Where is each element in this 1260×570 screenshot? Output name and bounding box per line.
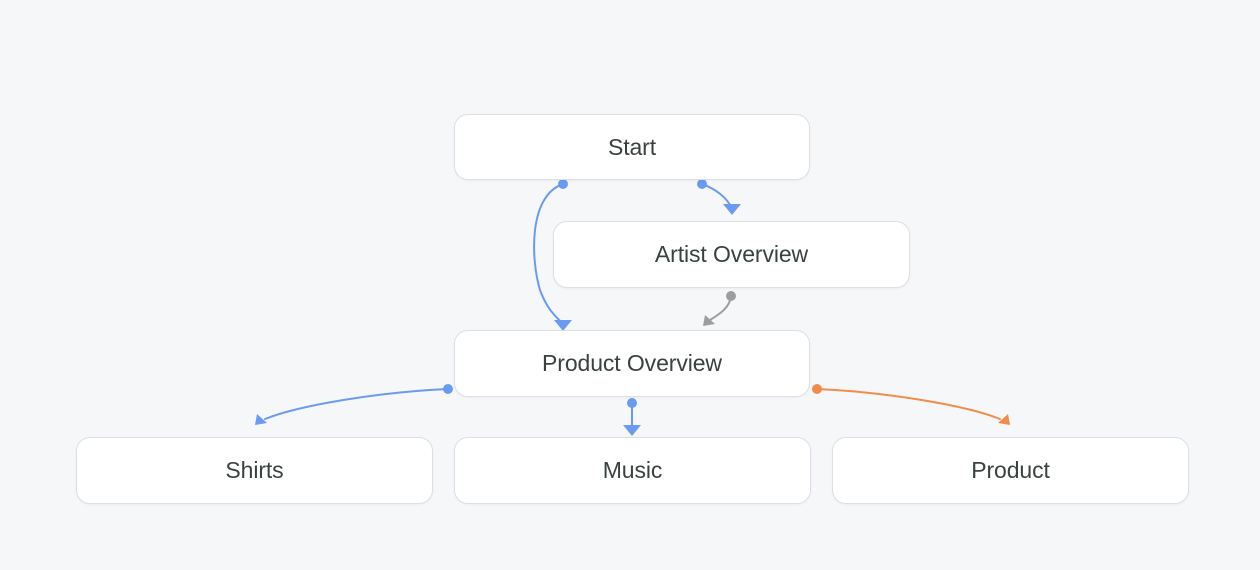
- edge-arrowhead-product-overview-to-shirts: [255, 414, 267, 425]
- edge-arrowhead-artist-overview-to-product-overview: [703, 315, 715, 326]
- edge-line-artist-overview-to-product-overview: [709, 295, 732, 321]
- node-label-artist-overview: Artist Overview: [654, 241, 809, 267]
- edge-product-overview-to-music[interactable]: [623, 398, 641, 436]
- edge-line-product-overview-to-shirts: [264, 388, 449, 420]
- edge-product-overview-to-shirts[interactable]: [255, 384, 453, 425]
- edge-source-dot-product-overview-to-product[interactable]: [812, 384, 822, 394]
- edge-arrowhead-start-to-artist-overview: [723, 204, 741, 215]
- edge-line-start-to-artist-overview: [701, 183, 732, 208]
- edge-product-overview-to-product[interactable]: [812, 384, 1010, 425]
- node-product[interactable]: Product: [832, 437, 1189, 504]
- edge-source-dot-product-overview-to-shirts[interactable]: [443, 384, 453, 394]
- edge-source-dot-start-to-product-overview[interactable]: [558, 179, 568, 189]
- node-label-start: Start: [607, 133, 657, 160]
- node-music[interactable]: Music: [454, 437, 811, 504]
- edge-artist-overview-to-product-overview[interactable]: [703, 291, 736, 326]
- node-label-music: Music: [602, 457, 663, 483]
- node-start[interactable]: Start: [454, 114, 810, 180]
- node-product-overview[interactable]: Product Overview: [454, 330, 810, 397]
- node-artist-overview[interactable]: Artist Overview: [553, 221, 910, 288]
- node-label-product: Product: [971, 457, 1050, 483]
- edge-arrowhead-product-overview-to-product: [998, 414, 1010, 425]
- edge-start-to-artist-overview[interactable]: [697, 179, 741, 215]
- edge-source-dot-start-to-artist-overview[interactable]: [697, 179, 707, 189]
- edge-source-dot-product-overview-to-music[interactable]: [627, 398, 637, 408]
- edge-source-dot-artist-overview-to-product-overview[interactable]: [726, 291, 736, 301]
- edge-line-product-overview-to-product: [816, 388, 1001, 420]
- node-shirts[interactable]: Shirts: [76, 437, 433, 504]
- node-label-product-overview: Product Overview: [542, 350, 722, 376]
- edge-arrowhead-product-overview-to-music: [623, 425, 641, 436]
- node-label-shirts: Shirts: [225, 457, 284, 483]
